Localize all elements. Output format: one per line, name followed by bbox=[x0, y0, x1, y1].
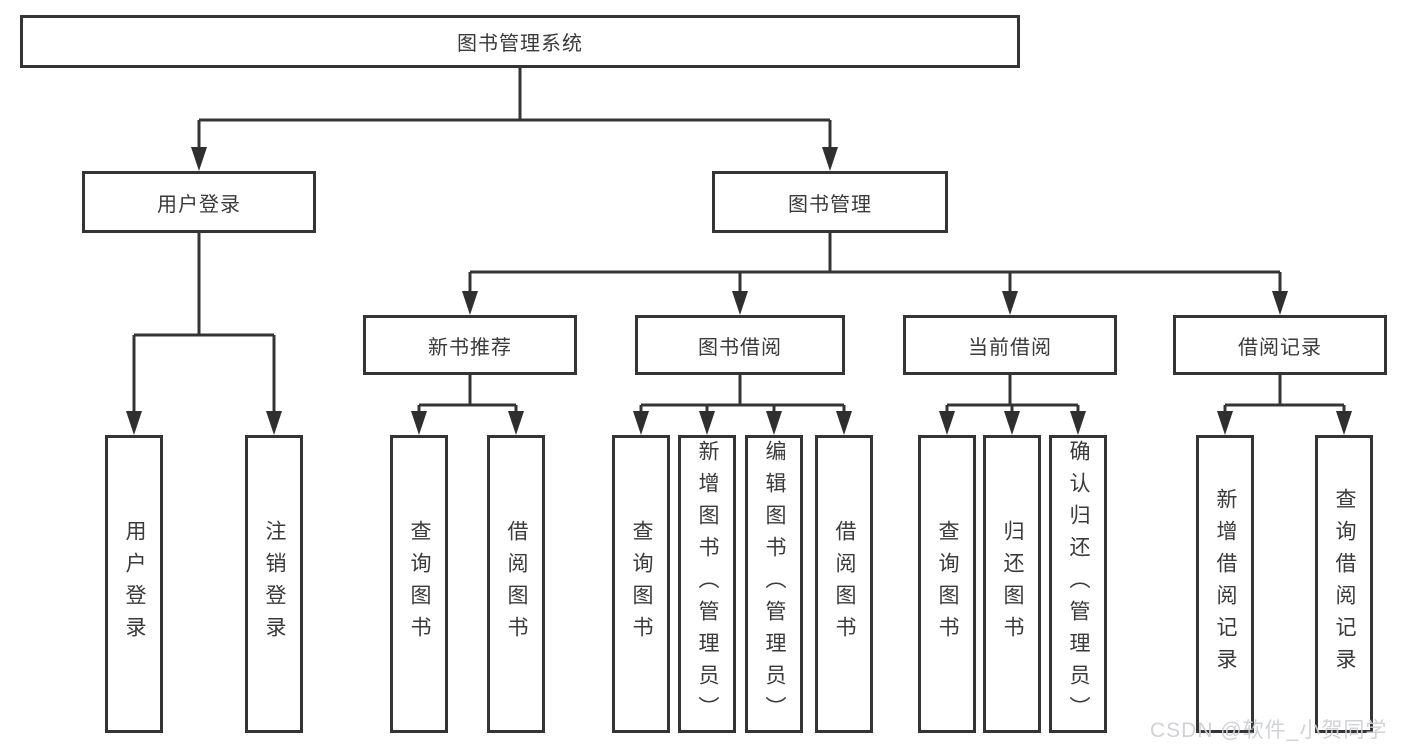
node-label: 借阅图书 bbox=[505, 520, 528, 648]
leaf-query-books-recommend: 查询图书 bbox=[390, 435, 448, 733]
node-label: 查询图书 bbox=[936, 520, 959, 648]
leaf-user-login: 用户登录 bbox=[105, 435, 163, 733]
node-label: 当前借阅 bbox=[968, 336, 1052, 359]
node-label: 用户登录 bbox=[123, 520, 146, 648]
node-current-borrowing: 当前借阅 bbox=[903, 315, 1117, 375]
leaf-query-books-borrowing: 查询图书 bbox=[612, 435, 670, 733]
node-label: 注销登录 bbox=[263, 520, 286, 648]
node-label: 查询图书 bbox=[408, 520, 431, 648]
node-borrowing-records: 借阅记录 bbox=[1173, 315, 1387, 375]
leaf-query-books-current: 查询图书 bbox=[918, 435, 976, 733]
leaf-borrow-books: 借阅图书 bbox=[815, 435, 873, 733]
node-label: 图书借阅 bbox=[698, 336, 782, 359]
node-label: 查询借阅记录 bbox=[1333, 488, 1356, 680]
leaf-return-books: 归还图书 bbox=[983, 435, 1041, 733]
node-label: 图书管理系统 bbox=[457, 33, 583, 55]
leaf-add-books-admin: 新增图书（管理员） bbox=[678, 435, 736, 733]
node-label: 查询图书 bbox=[630, 520, 653, 648]
node-label: 确认归还（管理员） bbox=[1067, 440, 1090, 728]
node-label: 借阅记录 bbox=[1238, 336, 1322, 359]
node-label: 新增借阅记录 bbox=[1214, 488, 1237, 680]
node-book-management: 图书管理 bbox=[712, 171, 948, 233]
leaf-add-borrow-record: 新增借阅记录 bbox=[1196, 435, 1254, 733]
node-label: 新书推荐 bbox=[428, 336, 512, 359]
node-label: 借阅图书 bbox=[833, 520, 856, 648]
node-label: 图书管理 bbox=[788, 193, 872, 216]
leaf-logout: 注销登录 bbox=[245, 435, 303, 733]
leaf-borrow-books-recommend: 借阅图书 bbox=[487, 435, 545, 733]
node-root-library-system: 图书管理系统 bbox=[20, 15, 1020, 68]
csdn-watermark: CSDN @软件_小贺同学 bbox=[1150, 719, 1388, 742]
node-user-login: 用户登录 bbox=[82, 171, 316, 233]
node-label: 归还图书 bbox=[1001, 520, 1024, 648]
node-label: 编辑图书（管理员） bbox=[763, 440, 786, 728]
leaf-query-borrow-record: 查询借阅记录 bbox=[1315, 435, 1373, 733]
node-book-borrowing: 图书借阅 bbox=[635, 315, 845, 375]
node-label: 用户登录 bbox=[157, 193, 241, 216]
leaf-edit-books-admin: 编辑图书（管理员） bbox=[745, 435, 803, 733]
node-label: 新增图书（管理员） bbox=[696, 440, 719, 728]
node-new-book-recommendation: 新书推荐 bbox=[363, 315, 577, 375]
leaf-confirm-return-admin: 确认归还（管理员） bbox=[1049, 435, 1107, 733]
